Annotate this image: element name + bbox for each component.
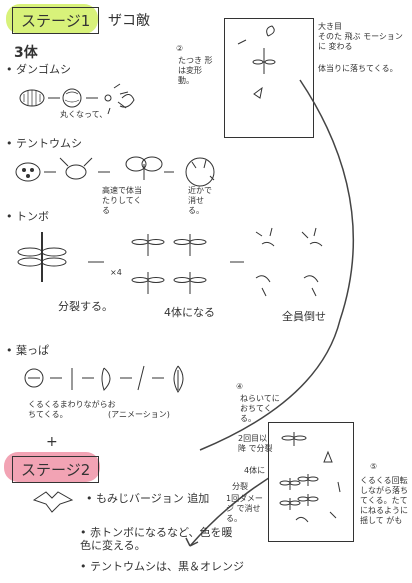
panel1-note-c: 体当りに落ちてくる。 bbox=[318, 64, 398, 73]
stage1-highlight bbox=[6, 4, 98, 34]
panel2-note-right: くるくる回転しながら落ちてくる。たてにねるように揺して がも bbox=[360, 476, 408, 525]
enemy-name-tentoumushi: • テントウムシ bbox=[6, 137, 82, 150]
panel2-marker-right: ⑤ bbox=[370, 462, 378, 471]
panel1-sketch bbox=[237, 25, 276, 99]
stage1-label: ステージ1 bbox=[12, 7, 100, 34]
happa-note: くるくるまわりながらおちてくる。 bbox=[28, 400, 116, 419]
happa-anim: (アニメーション) bbox=[108, 410, 170, 419]
stage-layout-panel-1 bbox=[224, 18, 314, 138]
tonbo-multiplier: ×4 bbox=[110, 268, 122, 277]
tentoumushi-note2: 近かで 消せる。 bbox=[188, 186, 212, 215]
panel2-note-left2: 分裂 bbox=[232, 482, 248, 491]
happa-sketch bbox=[24, 365, 184, 393]
bullet-1: • 赤トンボになるなど、色を暖色に変える。 bbox=[80, 526, 233, 552]
panel2-note-left3: 1回ダメージ で消せる。 bbox=[226, 494, 263, 523]
enemy-name-tonbo: • トンボ bbox=[6, 210, 49, 223]
panel2-note-top: ねらいてに おちてくる。 bbox=[240, 394, 280, 423]
panel2-note-left1: 4体に bbox=[244, 466, 266, 475]
panel1-marker: ② bbox=[176, 44, 184, 53]
panel1-note-left: たつき 形は変形 動。 bbox=[178, 56, 213, 85]
enemy-name-dangomushi: • ダンゴムシ bbox=[6, 63, 71, 76]
stage2-sub: • もみじバージョン 追加 bbox=[86, 492, 210, 505]
tentoumushi-sketch bbox=[15, 156, 215, 187]
bullet-2: • テントウムシは、黒＆オレンジ bbox=[80, 560, 244, 573]
stage1-title: ザコ敵 bbox=[108, 13, 150, 29]
tonbo-note: 分裂する。 bbox=[58, 300, 113, 313]
panel1-note-b: そのた 飛ぶ モーションに 変わる bbox=[318, 32, 403, 51]
stage-layout-panel-2 bbox=[268, 422, 354, 542]
panel1-note-a: 大き目 bbox=[318, 22, 342, 31]
enemy-name-happa: • 葉っぱ bbox=[6, 344, 49, 357]
dangomushi-note: 丸くなって、 bbox=[60, 110, 108, 119]
tonbo-sketch bbox=[17, 227, 323, 297]
stage2-plus: + bbox=[46, 434, 58, 450]
enemy-count: 3体 bbox=[14, 45, 38, 61]
tonbo-note2: 4体になる bbox=[164, 306, 215, 319]
dangomushi-sketch bbox=[19, 83, 135, 115]
stage2-highlight bbox=[4, 452, 100, 482]
panel2-note-mid: 2回目以降 で分裂 bbox=[238, 434, 273, 453]
panel2-marker-top: ④ bbox=[236, 382, 244, 391]
maple-leaf-sketch bbox=[32, 491, 74, 513]
tonbo-note3: 全員倒せ bbox=[282, 310, 326, 323]
panel2-sketch bbox=[279, 432, 341, 523]
tentoumushi-note: 高速で体当たりしてくる bbox=[102, 186, 142, 215]
stage2-label: ステージ2 bbox=[12, 456, 100, 483]
